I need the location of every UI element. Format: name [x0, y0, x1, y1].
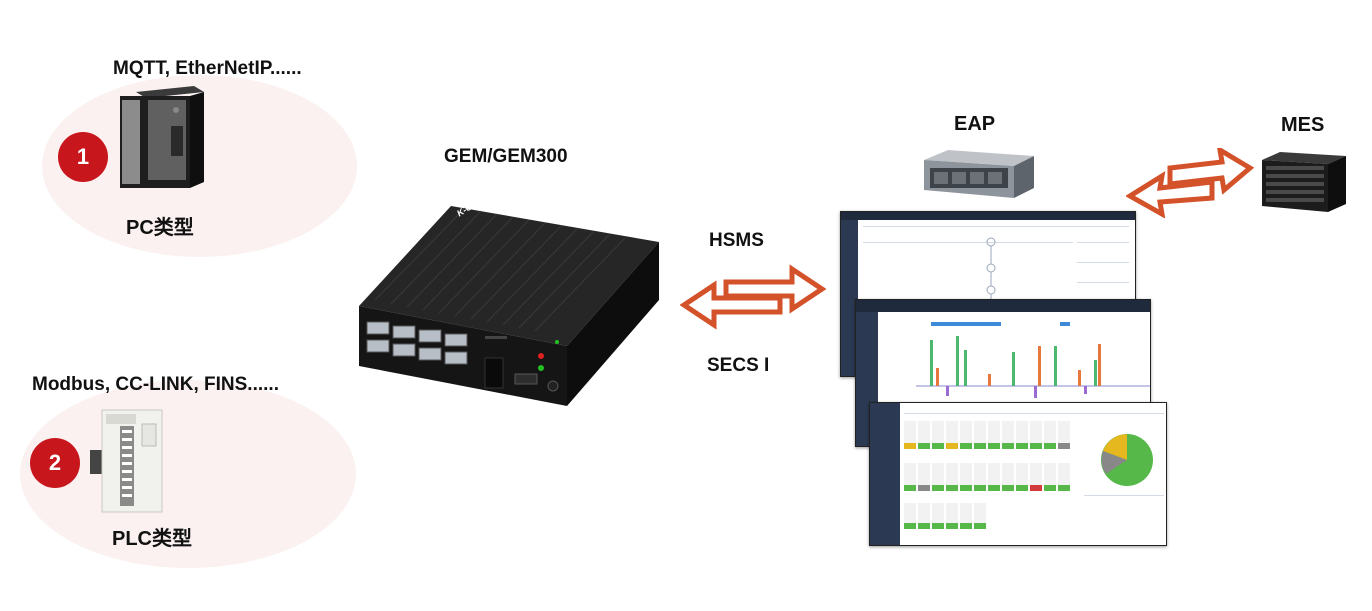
secs-label: SECS I	[707, 355, 770, 376]
plc-protocols-label: Modbus, CC-LINK, FINS......	[32, 374, 279, 395]
gateway-device-icon: K-GLOMIS	[355, 186, 667, 408]
bidirectional-arrow-mes-icon	[1125, 145, 1255, 219]
bidirectional-arrow-hsms-icon	[679, 262, 827, 330]
eap-label: EAP	[954, 113, 996, 135]
badge-two: 2	[30, 438, 80, 488]
plc-type-label: PLC类型	[112, 528, 192, 550]
badge-one: 1	[58, 132, 108, 182]
plc-module-icon	[90, 404, 170, 516]
pc-type-label: PC类型	[126, 217, 194, 239]
mes-server-icon	[1258, 150, 1348, 214]
pc-protocols-label: MQTT, EtherNetIP......	[113, 58, 302, 79]
mes-label: MES	[1281, 114, 1325, 136]
gem-label: GEM/GEM300	[444, 146, 568, 167]
eap-screen-dashboard	[869, 402, 1167, 546]
eap-server-icon	[918, 148, 1036, 200]
hsms-label: HSMS	[709, 230, 764, 251]
pc-tower-icon	[116, 86, 206, 190]
